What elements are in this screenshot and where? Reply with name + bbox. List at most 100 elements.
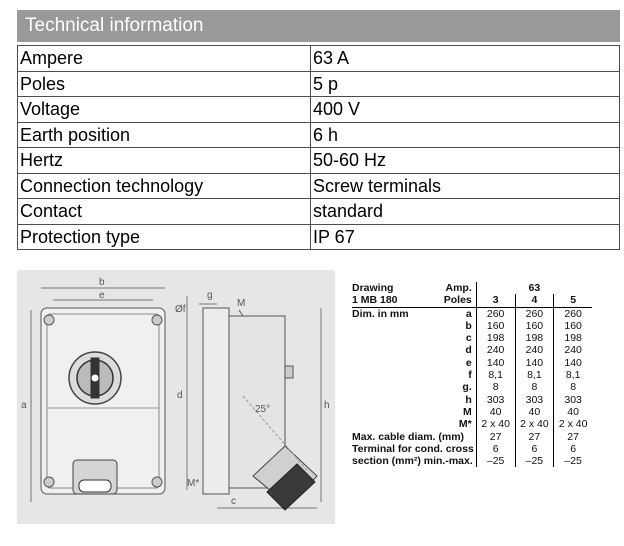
- socket-cap: [78, 479, 112, 493]
- dim-value: 160: [553, 319, 592, 333]
- spec-value: 50-60 Hz: [310, 147, 620, 174]
- dim-key: M: [463, 405, 472, 418]
- terminal-range: –25: [475, 455, 515, 468]
- dim-value: 240: [514, 344, 554, 357]
- socket-side-cap: [266, 463, 316, 511]
- dim-value: 160: [514, 319, 554, 333]
- table-row: Protection type IP 67: [17, 223, 620, 250]
- dim-value: 303: [475, 393, 515, 406]
- label-angle: 25°: [255, 404, 270, 415]
- spec-label: Poles: [17, 70, 311, 97]
- dim-value: 140: [475, 356, 515, 370]
- table-row: Drawing Amp. 63: [352, 282, 592, 295]
- pole-5: 5: [553, 294, 592, 308]
- label-e: e: [99, 290, 105, 301]
- terminal-value: 6: [514, 442, 554, 456]
- terminal-value: 6: [475, 442, 515, 456]
- dim-key: g.: [462, 381, 472, 394]
- label-f: Øf: [175, 304, 186, 315]
- label-g: g: [207, 290, 213, 301]
- terminal-value: 6: [553, 442, 592, 456]
- dim-value: 140: [514, 356, 554, 370]
- spec-value: IP 67: [310, 223, 620, 250]
- dim-value: 240: [553, 344, 592, 357]
- spec-label: Earth position: [17, 121, 311, 148]
- technical-drawing: b e a Øf g M d h 25° M* c: [17, 270, 335, 524]
- screw-icon: [43, 476, 55, 488]
- dim-value: 8: [553, 381, 592, 394]
- label-h: h: [324, 400, 330, 411]
- dim-value: 140: [553, 356, 592, 370]
- dim-value: 8: [475, 381, 515, 394]
- table-row: Dim. in mm a 260 260 260: [352, 307, 592, 320]
- dim-key: M*: [458, 418, 472, 431]
- dim-value: 198: [553, 332, 592, 345]
- cable-value: 27: [475, 430, 515, 443]
- housing-side-body: [228, 315, 286, 489]
- dim-value: 40: [553, 405, 592, 419]
- label-d: d: [177, 390, 183, 401]
- side-knob: [284, 365, 294, 379]
- section-header: Technical information: [17, 10, 620, 42]
- housing-side: [202, 307, 230, 495]
- amp-value: 63: [528, 282, 541, 294]
- screw-icon: [151, 476, 163, 488]
- dim-value: 2 x 40: [514, 418, 554, 431]
- dim-value: 2 x 40: [475, 418, 515, 431]
- dim-value: 2 x 40: [553, 418, 592, 431]
- cable-value: 27: [553, 430, 592, 443]
- dimension-table: Drawing Amp. 63 1 MB 180 Poles 3 4 5 Dim…: [352, 282, 592, 468]
- dim-value: 198: [475, 332, 515, 345]
- dim-key: d: [465, 344, 472, 357]
- label-b: b: [99, 277, 105, 288]
- dim-value: 260: [514, 307, 554, 320]
- dim-key: a: [465, 307, 472, 320]
- pole-3: 3: [475, 294, 515, 308]
- section-title: Technical information: [25, 15, 204, 36]
- spec-label: Contact: [17, 198, 311, 225]
- terminal-label: Terminal for cond. cross: [352, 442, 474, 455]
- angle-line: [242, 395, 308, 471]
- spec-value: 63 A: [310, 45, 620, 72]
- table-row: section (mm²) min.-max. –25 –25 –25: [352, 455, 592, 468]
- pole-4: 4: [514, 294, 554, 308]
- label-mstar: M*: [187, 478, 199, 489]
- dim-value: 40: [514, 405, 554, 419]
- cable-label: Max. cable diam. (mm): [352, 430, 465, 443]
- screw-icon: [43, 314, 55, 326]
- header-amp: Amp.: [445, 282, 472, 294]
- dim-value: 8,1: [553, 369, 592, 382]
- switch-center: [90, 373, 100, 383]
- header-model: 1 MB 180: [352, 294, 436, 308]
- dimension-table-container: Drawing Amp. 63 1 MB 180 Poles 3 4 5 Dim…: [352, 282, 592, 468]
- leader-m: [238, 309, 244, 317]
- dim-key: e: [465, 356, 472, 369]
- spec-value: 6 h: [310, 121, 620, 148]
- dim-key: b: [465, 319, 472, 332]
- header-drawing: Drawing: [352, 282, 394, 294]
- spec-label: Voltage: [17, 96, 311, 123]
- dim-value: 260: [475, 307, 515, 320]
- label-m: M: [237, 298, 245, 309]
- dim-value: 303: [553, 393, 592, 406]
- table-row: Terminal for cond. cross 6 6 6: [352, 442, 592, 456]
- terminal-range: –25: [553, 455, 592, 468]
- dim-key: h: [465, 393, 472, 406]
- spec-value: 400 V: [310, 96, 620, 123]
- dim-value: 198: [514, 332, 554, 345]
- header-poles: Poles: [435, 294, 477, 308]
- label-a: a: [21, 400, 27, 411]
